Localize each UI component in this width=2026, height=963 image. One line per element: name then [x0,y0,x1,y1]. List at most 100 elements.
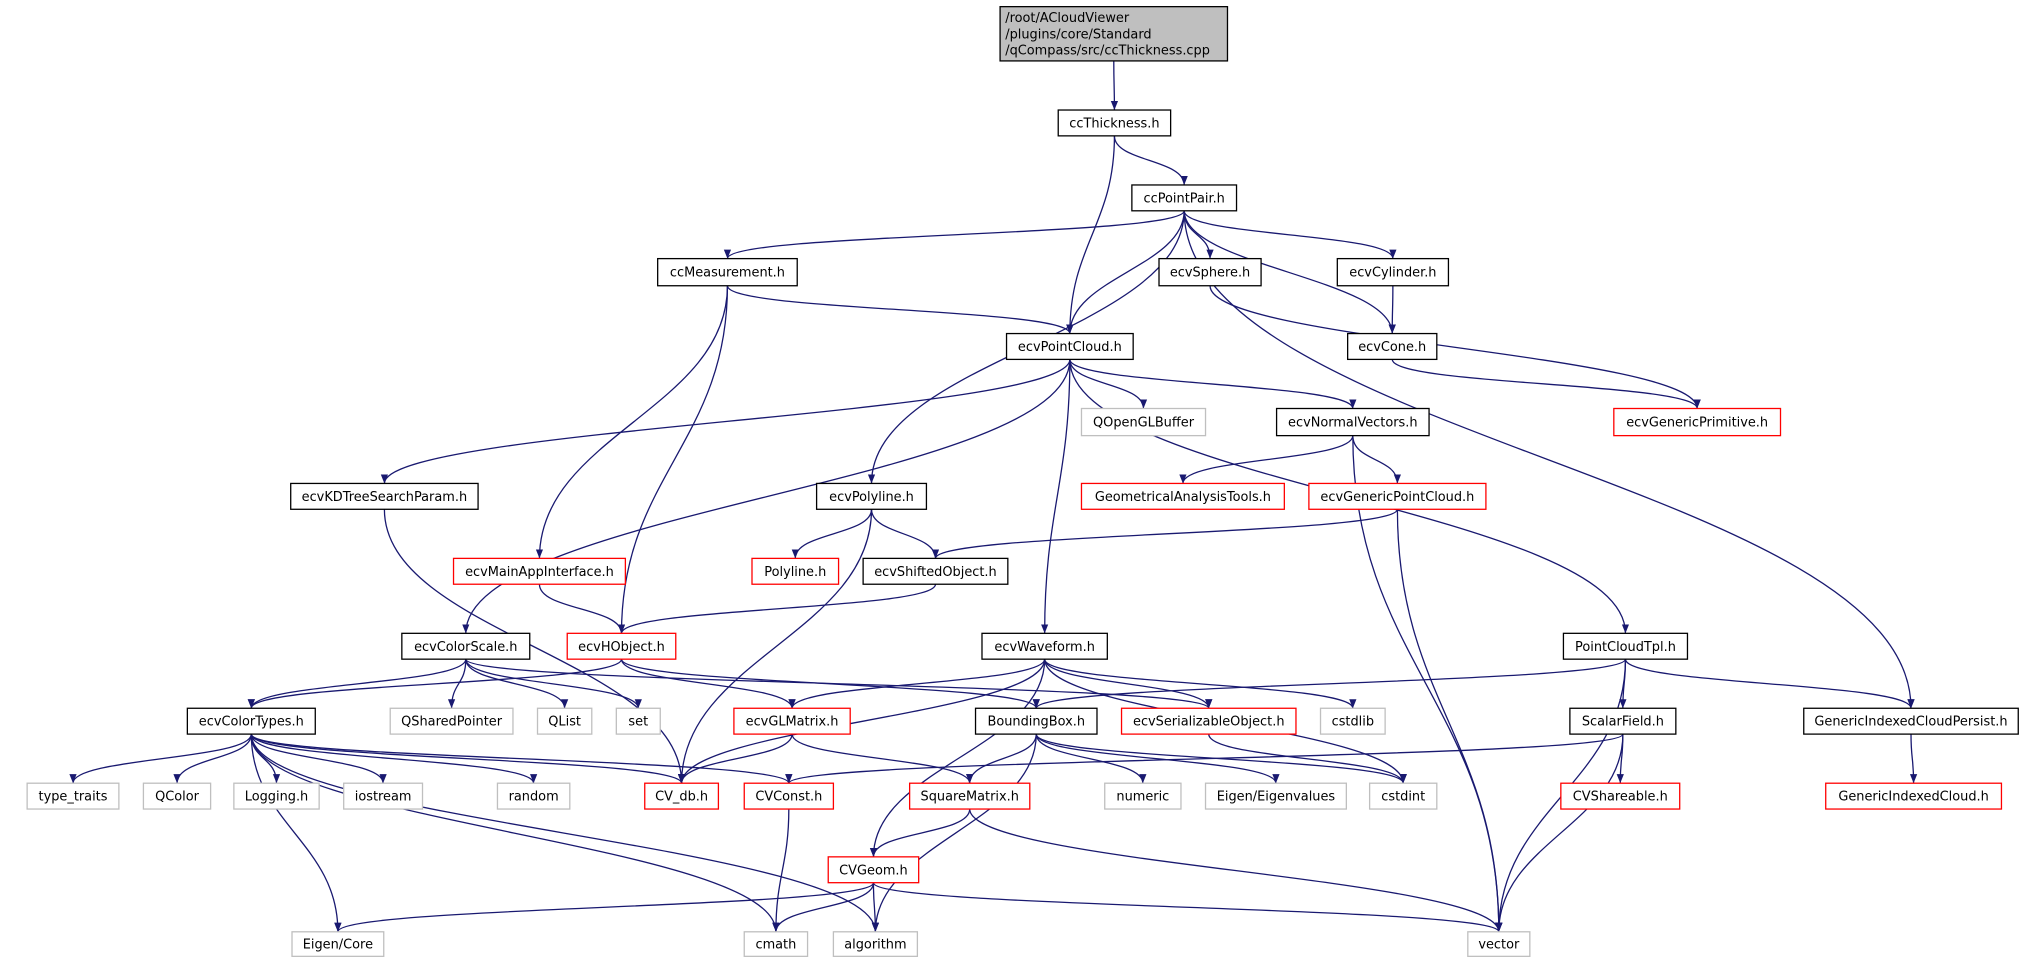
node-label: ecvGenericPointCloud.h [1320,490,1474,505]
node-label: ecvColorScale.h [414,640,517,655]
node-box [1104,782,1182,810]
edge-ecvColorScale-to-QSharedPointer [447,659,467,709]
node-SquareMatrix[interactable]: SquareMatrix.h [908,782,1031,810]
node-ecvGLMatrix[interactable]: ecvGLMatrix.h [733,707,851,735]
node-ccThickness[interactable]: ccThickness.h [1057,109,1172,137]
node-EigenCore[interactable]: Eigen/Core [291,931,385,957]
node-cmath[interactable]: cmath [743,931,809,957]
node-ccMeasurement[interactable]: ccMeasurement.h [657,257,798,287]
edge-ccThickness-to-ecvPointCloud [1066,135,1116,334]
node-numeric[interactable]: numeric [1104,782,1182,810]
node-box [1336,257,1450,287]
node-box [908,782,1031,810]
node-QList[interactable]: QList [536,707,593,735]
node-label: Eigen/Eigenvalues [1217,790,1336,805]
node-ecvWaveform[interactable]: ecvWaveform.h [981,632,1108,660]
node-CVConst[interactable]: CVConst.h [743,782,835,810]
edge-ecvShiftedObject-to-ecvHObject [617,583,937,634]
node-box [291,931,385,957]
node-PointCloudTpl[interactable]: PointCloudTpl.h [1562,632,1689,660]
node-CVShareable[interactable]: CVShareable.h [1560,782,1681,810]
node-box [999,6,1229,62]
node-label: CVConst.h [755,790,822,805]
node-label: numeric [1116,790,1169,805]
node-ecvGenericPrimitive[interactable]: ecvGenericPrimitive.h [1613,407,1782,437]
node-ecvSphere[interactable]: ecvSphere.h [1158,257,1262,287]
node-ecvCylinder[interactable]: ecvCylinder.h [1336,257,1450,287]
edge-CVConst-to-cmath [772,809,790,932]
node-QOpenGLBuffer[interactable]: QOpenGLBuffer [1080,407,1207,437]
node-QColor[interactable]: QColor [142,782,212,810]
edge-ccMeasurement-to-ecvHObject [617,285,729,634]
node-CV_db[interactable]: CV_db.h [644,782,720,810]
node-QSharedPointer[interactable]: QSharedPointer [389,707,514,735]
node-box [1005,332,1134,361]
node-ecvGenericPointCloud[interactable]: ecvGenericPointCloud.h [1308,482,1487,510]
node-box [343,782,424,810]
edge-ecvColorTypes-to-random [250,733,538,784]
node-label: QColor [155,790,200,805]
node-ScalarField[interactable]: ScalarField.h [1569,707,1677,735]
node-ccPointPair[interactable]: ccPointPair.h [1131,184,1238,212]
node-ecvNormalVectors[interactable]: ecvNormalVectors.h [1275,407,1430,437]
edge-ecvNormalVectors-to-vector [1352,435,1503,932]
node-ecvMainAppInterface[interactable]: ecvMainAppInterface.h [452,557,627,585]
edge-PointCloudTpl-to-BoundingBox [1032,658,1627,709]
node-BoundingBox[interactable]: BoundingBox.h [974,707,1098,735]
edge-BoundingBox-to-SquareMatrix [966,734,1037,784]
node-box [389,707,514,735]
node-box [743,782,835,810]
edge-ecvKDTreeSearchParam-to-CV_db [383,509,686,784]
node-label: QList [548,715,581,730]
node-vector[interactable]: vector [1467,931,1531,957]
node-root[interactable]: /root/ACloudViewer/plugins/core/Standard… [999,6,1229,62]
node-cstdint[interactable]: cstdint [1368,782,1438,810]
node-set[interactable]: set [615,707,661,735]
node-label: ecvMainAppInterface.h [465,565,614,580]
node-CVGeom[interactable]: CVGeom.h [827,856,920,884]
node-ecvHObject[interactable]: ecvHObject.h [566,632,677,660]
edge-ecvHObject-to-BoundingBox [620,658,1040,709]
node-label: /root/ACloudViewer [1005,11,1130,26]
edge-ccPointPair-to-ecvSphere [1183,210,1214,259]
edge-ccMeasurement-to-ecvPointCloud [726,285,1074,334]
node-box [142,782,212,810]
node-type_traits[interactable]: type_traits [26,782,120,810]
node-box [981,632,1108,660]
node-EigenEigenvalues[interactable]: Eigen/Eigenvalues [1204,782,1348,810]
node-label: GeometricalAnalysisTools.h [1095,490,1271,505]
node-random[interactable]: random [496,782,571,810]
edge-ecvPointCloud-to-ecvWaveform [1041,359,1071,634]
node-label: /qCompass/src/ccThickness.cpp [1005,43,1210,58]
node-ecvSerializableObject[interactable]: ecvSerializableObject.h [1120,707,1297,735]
node-label: algorithm [844,938,906,953]
node-ecvColorTypes[interactable]: ecvColorTypes.h [186,707,316,735]
node-label: ecvPolyline.h [829,490,914,505]
edge-ecvGenericPointCloud-to-ecvShiftedObject [932,508,1399,559]
node-GenericIndexedCloud[interactable]: GenericIndexedCloud.h [1825,782,2003,810]
node-label: ecvHObject.h [578,640,665,655]
node-Logging[interactable]: Logging.h [233,782,320,810]
edge-SquareMatrix-to-CVGeom [869,808,971,857]
node-box [733,707,851,735]
node-GeometricalAnalysisTools[interactable]: GeometricalAnalysisTools.h [1080,482,1285,510]
node-ecvPointCloud[interactable]: ecvPointCloud.h [1005,332,1134,361]
node-ecvColorScale[interactable]: ecvColorScale.h [401,632,531,660]
node-cstdlib[interactable]: cstdlib [1319,707,1386,735]
node-box [1080,482,1285,510]
node-ecvPolyline[interactable]: ecvPolyline.h [815,482,928,510]
node-box [1120,707,1297,735]
node-ecvKDTreeSearchParam[interactable]: ecvKDTreeSearchParam.h [290,482,479,510]
node-Polyline[interactable]: Polyline.h [751,557,840,585]
edge-BoundingBox-to-algorithm [871,734,1037,932]
node-label: ccPointPair.h [1144,191,1225,206]
node-box [1560,782,1681,810]
node-iostream[interactable]: iostream [343,782,424,810]
node-ecvShiftedObject[interactable]: ecvShiftedObject.h [862,557,1009,585]
node-box [1368,782,1438,810]
node-ecvCone[interactable]: ecvCone.h [1347,332,1438,361]
node-label: CV_db.h [655,790,708,805]
node-label: ccMeasurement.h [670,266,785,281]
node-algorithm[interactable]: algorithm [832,931,919,957]
node-GenericIndexedCloudPersist[interactable]: GenericIndexedCloudPersist.h [1803,707,2019,735]
